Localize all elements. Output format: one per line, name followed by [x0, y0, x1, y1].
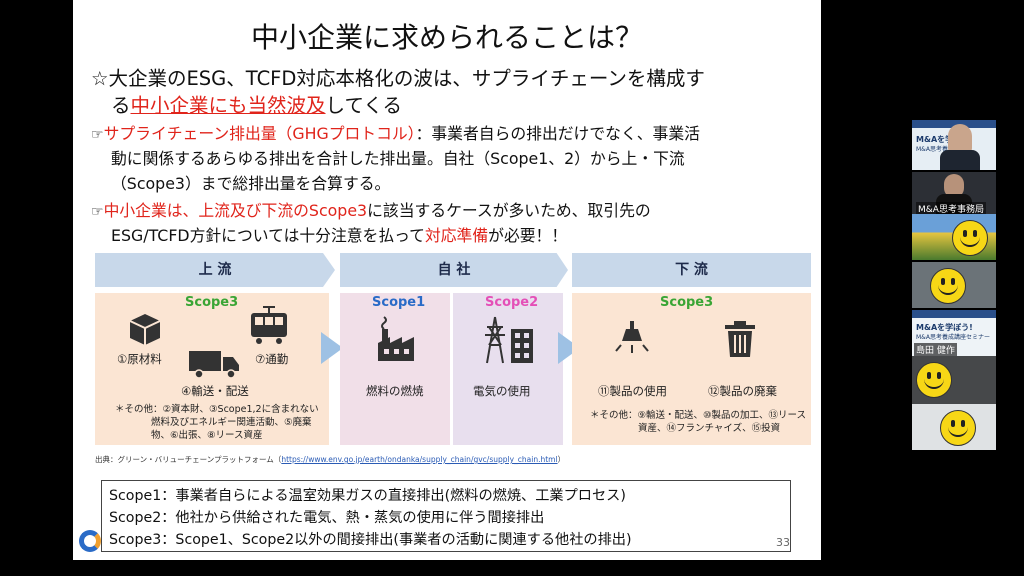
item-electricity-use: 電気の使用 [473, 384, 531, 398]
item-transport: ④輸送・配送 [181, 384, 249, 398]
lamp-icon [615, 321, 649, 353]
slide-title: 中小企業に求められることは？ [250, 21, 643, 54]
header-own-company: 自 社 [340, 253, 568, 287]
header-upstream: 上 流 [95, 253, 335, 287]
scope2-panel: Scope2 電気の使用 [453, 293, 563, 445]
supply-chain-diagram: 上 流 自 社 下 流 Scope3 ①原材料 ⑦通勤 [95, 253, 811, 465]
downstream-panel: Scope3 ⑪製品の使用 ⑫製品の廃棄 ＊その他：⑨輸送・配送、⑩製品の加工、… [572, 293, 811, 445]
page-number: 33 [776, 536, 790, 549]
point2-text2a: ESG/TCFD方針については十分注意を払って [111, 226, 425, 245]
downstream-scope3-label: Scope3 [660, 295, 714, 310]
item-product-use: ⑪製品の使用 [598, 384, 667, 398]
bullet1-text-a: 大企業のESG、TCFD対応本格化の波は、サプライチェーンを構成す [108, 67, 705, 90]
source-link[interactable]: https://www.env.go.jp/earth/ondanka/supp… [281, 455, 558, 464]
point2-highlight: 中小企業は、上流及び下流のScope3 [103, 201, 368, 220]
point2-line2: ESG/TCFD方針については十分注意を払って対応準備が必要！！ [111, 223, 567, 246]
item-fuel-combustion: 燃料の燃焼 [366, 384, 424, 398]
definition-scope1: Scope1：事業者自らによる温室効果ガスの直接排出(燃料の燃焼、工業プロセス) [109, 488, 626, 504]
point1-line2: 動に関係するあらゆる排出を合計した排出量。自社（Scope1、2）から上・下流 [111, 149, 685, 168]
point2-text2b: が必要！！ [488, 226, 568, 245]
source-citation: 出典：グリーン・バリューチェーンプラットフォーム（https://www.env… [95, 455, 566, 464]
trash-icon [725, 321, 755, 357]
definition-scope3: Scope3：Scope1、Scope2以外の間接排出(事業者の活動に関連する他… [109, 532, 632, 548]
participant-video-6[interactable] [912, 356, 996, 404]
participant-video-5[interactable]: M&Aを学ぼう! M&A思考養成講座セミナー 島田 健作 [912, 310, 996, 356]
participant-video-2[interactable]: M&A思考事務局 [912, 172, 996, 214]
power-tower-icon [485, 316, 533, 364]
participant-video-4[interactable] [912, 262, 996, 308]
point1-line1: ☞サプライチェーン排出量（GHGプロトコル）：事業者自らの排出だけでなく、事業活 [91, 121, 700, 144]
bullet1-prefix: る [111, 94, 131, 117]
participant-face [948, 124, 972, 154]
upstream-scope3-label: Scope3 [185, 295, 239, 310]
arrow-right-icon [321, 332, 343, 364]
upstream-panel: Scope3 ①原材料 ⑦通勤 [95, 293, 329, 445]
point1-highlight: サプライチェーン排出量（GHGプロトコル） [103, 124, 416, 143]
point2-highlight2: 対応準備 [424, 226, 489, 245]
item-product-disposal: ⑫製品の廃棄 [708, 384, 777, 398]
scope1-panel: Scope1 燃料の燃焼 [340, 293, 450, 445]
box-icon [129, 314, 161, 345]
participant-video-1[interactable]: M&Aを学ぼ M&A思考養成講座セ [912, 120, 996, 170]
star-icon: ☆ [91, 67, 109, 90]
smiley-avatar-icon [916, 362, 952, 398]
smiley-avatar-icon [930, 268, 966, 304]
bullet1-highlight: 中小企業にも当然波及 [130, 94, 326, 117]
item-raw-materials: ①原材料 [117, 352, 162, 366]
scope2-label: Scope2 [485, 295, 539, 310]
pointing-hand-icon: ☞ [91, 127, 104, 143]
participant-video-3[interactable] [912, 214, 996, 260]
pointing-hand-icon: ☞ [91, 204, 104, 220]
point2-line1: ☞中小企業は、上流及び下流のScope3に該当するケースが多いため、取引先の [91, 198, 651, 221]
bullet1-line-b: る中小企業にも当然波及してくる [111, 89, 402, 118]
participant-name: 島田 健作 [914, 343, 957, 356]
smiley-avatar-icon [952, 220, 988, 256]
logo-icon [79, 530, 101, 552]
presentation-slide: 中小企業に求められることは？ ☆大企業のESG、TCFD対応本格化の波は、サプラ… [73, 0, 821, 560]
participant-suit [940, 150, 980, 170]
item-commuting: ⑦通勤 [255, 352, 289, 366]
smiley-avatar-icon [940, 410, 976, 446]
participant-name: M&A思考事務局 [916, 202, 986, 214]
point2-text1: に該当するケースが多いため、取引先の [367, 201, 651, 220]
truck-icon [189, 351, 239, 379]
bullet1-line-a: ☆大企業のESG、TCFD対応本格化の波は、サプライチェーンを構成す [91, 62, 705, 91]
point1-line3: （Scope3）まで総排出量を合算する。 [111, 174, 391, 193]
scope-definitions-box: Scope1：事業者自らによる温室効果ガスの直接排出(燃料の燃焼、工業プロセス)… [101, 480, 791, 552]
downstream-other-note: ＊その他：⑨輸送・配送、⑩製品の加工、⑬リース 資産、⑭フランチャイズ、⑮投資 [590, 410, 807, 434]
header-downstream: 下 流 [572, 253, 811, 287]
definition-scope2: Scope2：他社から供給された電気、熱・蒸気の使用に伴う間接排出 [109, 510, 545, 526]
factory-icon [378, 316, 414, 361]
point1-text1: ：事業者自らの排出だけでなく、事業活 [415, 124, 700, 143]
upstream-other-note: ＊その他：②資本財、③Scope1,2に含まれない 燃料及びエネルギー関連活動、… [115, 404, 319, 441]
participant-face [944, 174, 964, 198]
scope1-label: Scope1 [372, 295, 426, 310]
train-icon [251, 306, 287, 344]
bullet1-suffix: してくる [325, 94, 402, 117]
participant-video-7[interactable] [912, 404, 996, 450]
